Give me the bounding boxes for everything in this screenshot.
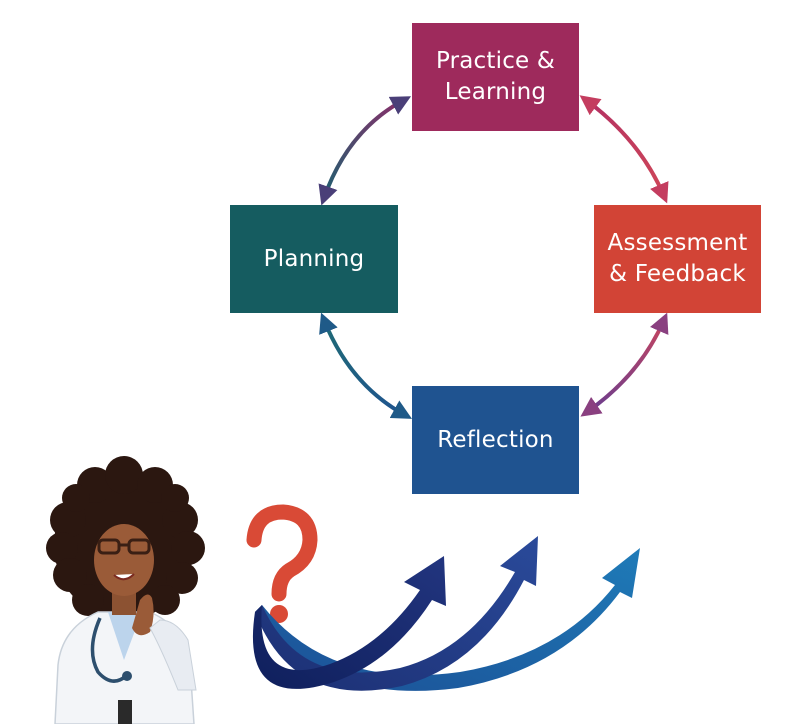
node-reflection-label: Reflection [437, 426, 554, 453]
node-planning: Planning [230, 205, 398, 313]
node-planning-label: Planning [263, 245, 365, 272]
edge-reflection-planning [319, 312, 413, 419]
smile-shape [113, 573, 135, 581]
node-reflection: Reflection [412, 386, 579, 494]
arrow-light-blue [255, 548, 640, 691]
growth-arrows-icon [252, 536, 640, 691]
edge-planning-practice [318, 96, 412, 206]
stethoscope-chestpiece-icon [122, 671, 132, 681]
stethoscope-icon [90, 617, 128, 683]
face-shape [94, 524, 154, 596]
node-assessment-feedback: Assessment & Feedback [594, 205, 761, 313]
sleeve-shape [149, 619, 197, 691]
thinking-hand-shape [132, 594, 154, 636]
trousers-shape [118, 700, 132, 724]
doctor-illustration [46, 456, 205, 724]
edge-practice-assessment [579, 95, 669, 204]
edge-assessment-reflection [580, 312, 669, 417]
node-practice-learning-label: Practice & Learning [435, 48, 556, 105]
arrow-mid-blue [255, 536, 538, 691]
node-practice-learning: Practice & Learning [412, 23, 579, 131]
node-assessment-feedback-label: Assessment & Feedback [607, 230, 748, 287]
question-mark-icon [246, 504, 318, 623]
glasses-icon [97, 538, 151, 555]
arrow-dark-navy [252, 556, 446, 689]
